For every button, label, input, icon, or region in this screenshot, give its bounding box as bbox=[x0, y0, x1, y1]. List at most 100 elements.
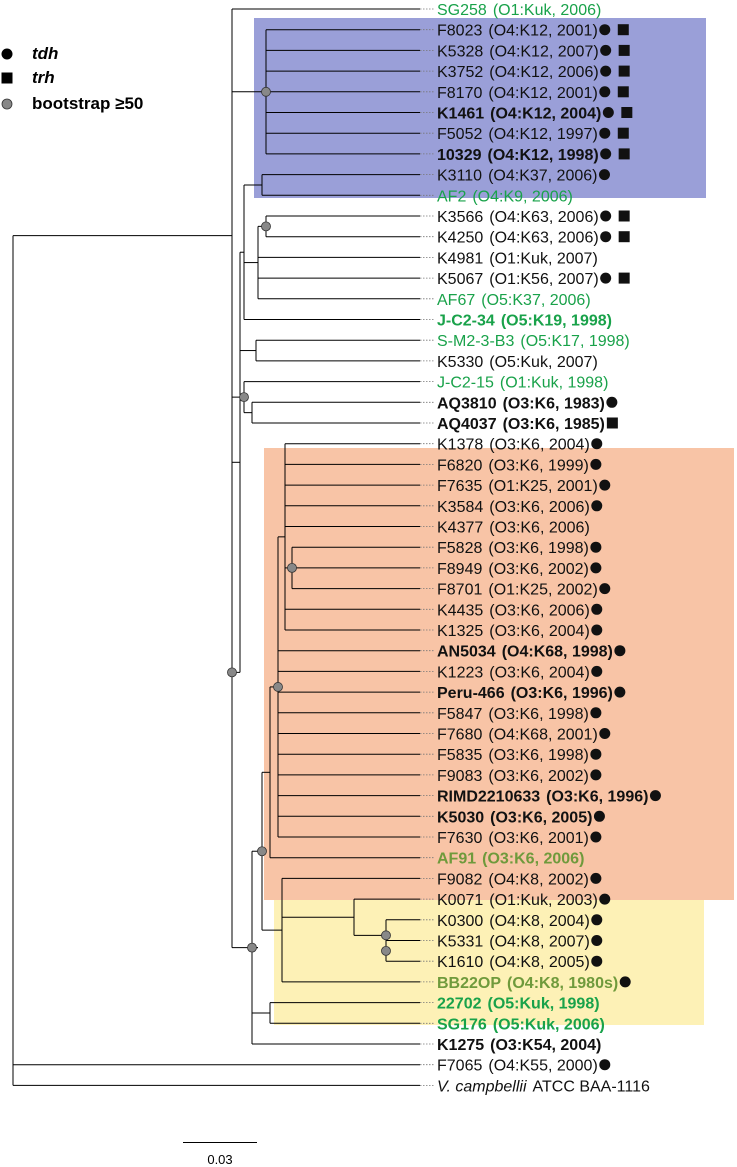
tdh-marker bbox=[599, 583, 611, 595]
taxon-name: K0300 bbox=[437, 913, 483, 930]
tdh-marker bbox=[590, 458, 602, 470]
tdh-marker bbox=[591, 603, 603, 615]
tdh-marker bbox=[591, 624, 603, 636]
taxon-name: F7680 bbox=[437, 727, 482, 744]
taxon-info: (O4:K12, 2001) bbox=[488, 85, 597, 102]
tdh-marker bbox=[591, 955, 603, 967]
taxon-name: K4250 bbox=[437, 230, 483, 247]
tdh-marker bbox=[590, 872, 602, 884]
taxon-label: F7630 (O3:K6, 2001) bbox=[437, 830, 589, 847]
bootstrap-node bbox=[261, 221, 271, 232]
taxon-name: F6820 bbox=[437, 457, 482, 474]
taxon-name: AF2 bbox=[437, 188, 466, 205]
taxon-name: K1325 bbox=[437, 623, 483, 640]
taxon-label: F7635(O1:K25, 2001) bbox=[437, 478, 598, 495]
taxon-info: (O3:K54, 2004) bbox=[490, 1037, 601, 1054]
clade-box-o4k8 bbox=[274, 900, 704, 1025]
taxon-info: (O3:K6, 2004) bbox=[489, 623, 590, 640]
taxon-label: K1223(O3:K6, 2004) bbox=[437, 664, 590, 681]
taxon-name: AQ4037 bbox=[437, 416, 497, 433]
tdh-marker bbox=[599, 1059, 611, 1071]
taxon-label: K1378(O3:K6, 2004) bbox=[437, 437, 590, 454]
taxon-label: F8701(O1:K25, 2002) bbox=[437, 582, 598, 599]
taxon-name: K1378 bbox=[437, 437, 483, 454]
taxon-label: K4435(O3:K6, 2006) bbox=[437, 602, 590, 619]
trh-marker bbox=[621, 107, 633, 118]
taxon-name: K0071 bbox=[437, 892, 483, 909]
taxon-name: F9083 bbox=[437, 768, 482, 785]
taxon-info: (O3:K6, 1999) bbox=[488, 457, 589, 474]
taxon-name: 10329 bbox=[437, 147, 482, 164]
taxon-info: (O4:K37, 2006) bbox=[488, 168, 597, 185]
taxon-info: (O4:K12, 2001) bbox=[488, 23, 597, 40]
taxon-label: K0071 (O1:Kuk, 2003) bbox=[437, 892, 598, 909]
trh-marker bbox=[618, 148, 630, 160]
bootstrap-node bbox=[287, 563, 297, 573]
taxon-label: K5067(O1:K56, 2007) bbox=[437, 271, 599, 288]
taxon-info: (O3:K6, 1985) bbox=[503, 416, 605, 433]
taxon-name: K1461 bbox=[437, 106, 484, 123]
taxon-label: F6820 (O3:K6, 1999) bbox=[437, 457, 589, 474]
taxon-name: F7630 bbox=[437, 830, 482, 847]
taxon-label: F7680(O4:K68, 2001) bbox=[437, 727, 598, 744]
tdh-marker bbox=[599, 86, 611, 98]
legend-bootstrap-label: bootstrap ≥50 bbox=[32, 94, 144, 113]
taxon-name: K5067 bbox=[437, 271, 483, 288]
taxon-info: (O3:K6, 1998) bbox=[488, 747, 589, 764]
taxon-info: (O3:K6, 2002) bbox=[488, 561, 589, 578]
taxon-label: K1275(O3:K54, 2004) bbox=[437, 1037, 601, 1054]
taxon-info: (O4:K63, 2006) bbox=[489, 230, 598, 247]
taxon-info: (O4:K12, 2004) bbox=[490, 106, 601, 123]
legend: tdh trh bootstrap ≥50 bbox=[0, 0, 190, 120]
taxon-name: K3566 bbox=[437, 209, 483, 226]
taxon-name: SG176 bbox=[437, 1016, 487, 1033]
taxon-info: (O3:K6, 2006) bbox=[489, 602, 590, 619]
taxon-label: K5330(O5:Kuk, 2007) bbox=[437, 354, 598, 371]
tdh-marker bbox=[590, 748, 602, 760]
bootstrap-node bbox=[239, 392, 249, 403]
taxon-label: RIMD2210633(O3:K6, 1996) bbox=[437, 789, 648, 806]
taxon-name: F8949 bbox=[437, 561, 482, 578]
taxon-name: F7065 bbox=[437, 1058, 482, 1075]
taxon-info: (O3:K6, 2001) bbox=[488, 830, 589, 847]
trh-marker bbox=[618, 210, 630, 222]
tdh-marker bbox=[619, 976, 631, 988]
bootstrap-node-layer bbox=[227, 86, 391, 956]
taxon-info: (O1:Kuk, 2003) bbox=[489, 892, 598, 909]
taxon-label: K0300 (O4:K8, 2004) bbox=[437, 913, 590, 930]
trh-marker bbox=[617, 127, 629, 139]
taxon-label: SG258(O1:Kuk, 2006) bbox=[437, 2, 601, 19]
taxon-info: (O4:K8, 2004) bbox=[489, 913, 590, 930]
taxon-name: K1223 bbox=[437, 664, 483, 681]
taxon-name: J-C2-15 bbox=[437, 375, 494, 392]
tdh-marker bbox=[591, 665, 603, 677]
trh-marker bbox=[617, 24, 629, 36]
tdh-marker bbox=[614, 645, 626, 657]
taxon-info: (O5:K17, 1998) bbox=[520, 333, 629, 350]
taxon-name: K5330 bbox=[437, 354, 483, 371]
taxon-info: (O4:K8, 1980s) bbox=[507, 975, 618, 992]
taxon-label: AF67(O5:K37, 2006) bbox=[437, 292, 591, 309]
taxon-info: (O3:K6, 2006) bbox=[482, 851, 584, 868]
taxon-info: (O4:K8, 2005) bbox=[489, 954, 590, 971]
circle-icon bbox=[1, 48, 13, 60]
taxon-name: K5331 bbox=[437, 934, 483, 951]
taxon-info: (O4:K12, 2007) bbox=[489, 43, 598, 60]
taxon-label: F5847 (O3:K6, 1998) bbox=[437, 706, 589, 723]
taxon-info: (O4:K55, 2000) bbox=[488, 1058, 597, 1075]
tdh-marker bbox=[600, 148, 612, 160]
tdh-marker bbox=[600, 65, 612, 77]
taxon-info: (O3:K6, 1998) bbox=[488, 706, 589, 723]
taxon-name: S-M2-3-B3 bbox=[437, 333, 514, 350]
legend-tdh-label: tdh bbox=[32, 44, 59, 63]
taxon-label: K3566(O4:K63, 2006) bbox=[437, 209, 599, 226]
taxon-label: F8023(O4:K12, 2001) bbox=[437, 23, 598, 40]
tdh-marker bbox=[591, 914, 603, 926]
tdh-marker bbox=[600, 272, 612, 284]
taxon-info: (O5:K19, 1998) bbox=[501, 313, 612, 330]
tdh-marker bbox=[593, 810, 605, 822]
taxon-name: F5847 bbox=[437, 706, 482, 723]
taxon-label: K3110(O4:K37, 2006) bbox=[437, 168, 597, 185]
taxon-label: AN5034(O4:K68, 1998) bbox=[437, 644, 613, 661]
